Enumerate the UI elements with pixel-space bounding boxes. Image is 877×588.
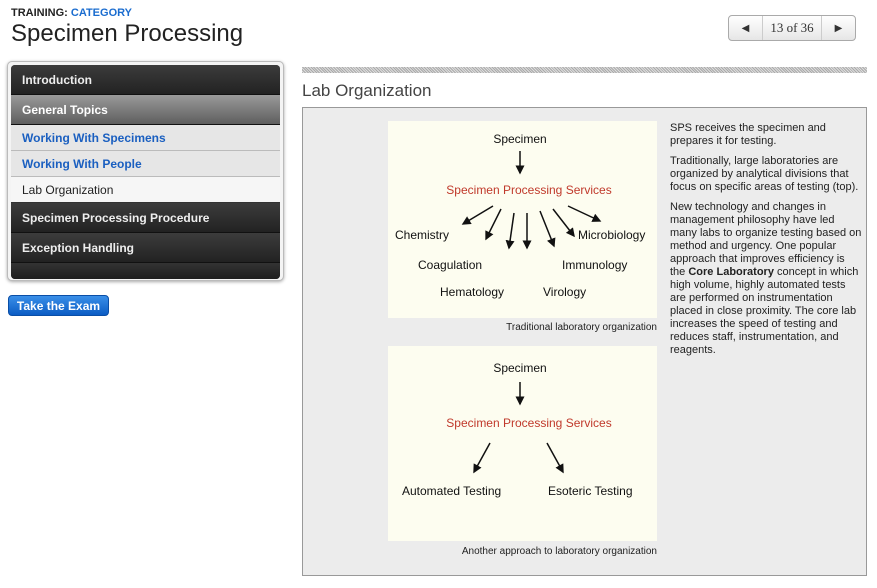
sidebar-item-general-topics[interactable]: General Topics: [11, 95, 280, 125]
diagram-node-specimen: Specimen: [493, 132, 546, 146]
sidebar-subitem-working-with-people[interactable]: Working With People: [11, 151, 280, 177]
sidebar-subitem-working-with-specimens[interactable]: Working With Specimens: [11, 125, 280, 151]
core-laboratory-term: Core Laboratory: [688, 266, 774, 278]
prev-page-button[interactable]: ◀: [729, 16, 762, 40]
section-title: Lab Organization: [302, 81, 432, 100]
paragraph-3: New technology and changes in management…: [670, 201, 862, 357]
paragraph-1: SPS receives the specimen and prepares i…: [670, 122, 826, 147]
core-lab-organization-diagram: Specimen Specimen Processing Services Au…: [388, 346, 657, 541]
diagram-node-sps: Specimen Processing Services: [446, 183, 611, 197]
figure2-caption: Another approach to laboratory organizat…: [461, 546, 657, 557]
paragraph-3-part: concept in which high volume, highly aut…: [670, 266, 859, 356]
diagram-node-chemistry: Chemistry: [395, 228, 449, 242]
page-title: Specimen Processing: [11, 20, 244, 47]
paragraph-2: Traditionally, large laboratories are or…: [670, 155, 859, 193]
diagram-node-microbiology: Microbiology: [578, 228, 645, 242]
crumb-category-link[interactable]: CATEGORY: [70, 7, 133, 19]
pager: ◀ 13 of 36 ▶: [728, 15, 856, 41]
take-exam-button[interactable]: Take the Exam: [8, 295, 109, 316]
triangle-right-icon: ▶: [834, 22, 843, 34]
diagram2-node-sps: Specimen Processing Services: [446, 416, 611, 430]
breadcrumb: TRAINING: CATEGORY: [11, 7, 132, 19]
figure1-caption: Traditional laboratory organization: [506, 322, 657, 333]
sidebar-footer: [11, 263, 280, 279]
sidebar-subitem-lab-organization[interactable]: Lab Organization: [11, 177, 280, 203]
diagram-node-hematology: Hematology: [440, 285, 504, 299]
diagram-node-coagulation: Coagulation: [418, 258, 482, 272]
sidebar: Introduction General Topics Working With…: [7, 61, 284, 281]
divider-stripe: [302, 67, 867, 73]
next-page-button[interactable]: ▶: [822, 16, 855, 40]
paragraph-3-part: New technology and changes in management…: [670, 201, 862, 278]
sidebar-item-introduction[interactable]: Introduction: [11, 65, 280, 95]
page-indicator: 13 of 36: [762, 16, 822, 40]
diagram2-node-esoteric: Esoteric Testing: [548, 484, 633, 498]
body-text: SPS receives the specimen and prepares i…: [670, 122, 862, 364]
sidebar-item-specimen-processing-procedure[interactable]: Specimen Processing Procedure: [11, 203, 280, 233]
diagram2-node-automated: Automated Testing: [402, 484, 501, 498]
sidebar-item-exception-handling[interactable]: Exception Handling: [11, 233, 280, 263]
crumb-prefix: TRAINING:: [11, 7, 68, 19]
diagram-node-immunology: Immunology: [562, 258, 627, 272]
traditional-organization-diagram: Specimen Specimen Processing Services Ch…: [388, 121, 657, 318]
diagram2-node-specimen: Specimen: [493, 361, 546, 375]
sidebar-nav: Introduction General Topics Working With…: [11, 65, 280, 279]
diagram-node-virology: Virology: [543, 285, 586, 299]
triangle-left-icon: ◀: [741, 22, 750, 34]
